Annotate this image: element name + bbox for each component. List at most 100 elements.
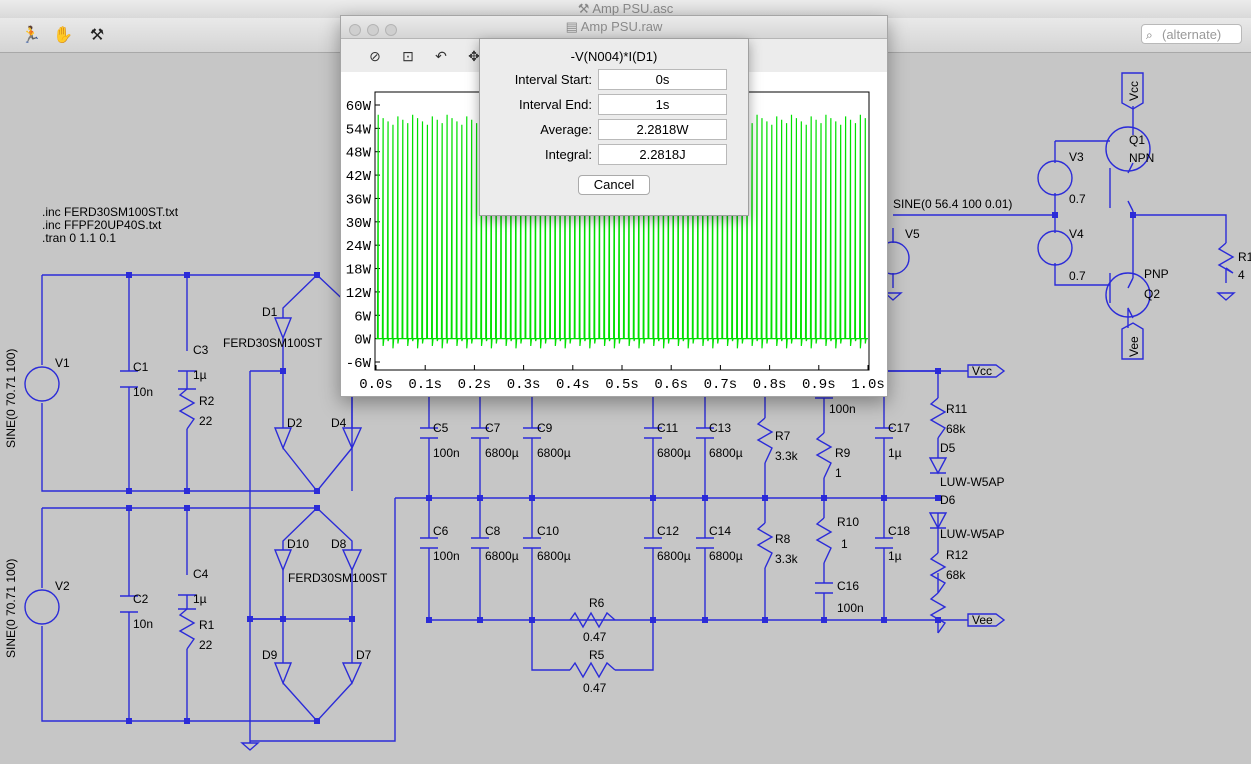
interval-end-label: Interval End:: [519, 97, 592, 112]
average-label: Average:: [540, 122, 592, 137]
c11-value: 6800µ: [657, 446, 691, 460]
average-field[interactable]: 2.2818W: [598, 119, 727, 140]
interval-end-field[interactable]: 1s: [598, 94, 727, 115]
c16-label: C16: [837, 579, 859, 593]
c1-label: C1: [133, 360, 149, 374]
voltage-source-v3[interactable]: [1037, 160, 1073, 196]
y-tick-label: 0W: [354, 333, 371, 349]
interval-start-label: Interval Start:: [514, 72, 592, 87]
raw-file-icon: ▤: [565, 19, 581, 34]
undo-zoom-icon[interactable]: ↶: [435, 48, 447, 64]
vee-net-label: Vee: [972, 613, 993, 627]
load-resistor-value: 4: [1238, 268, 1245, 282]
x-tick-label: 0.6s: [654, 377, 688, 393]
interval-start-field[interactable]: 0s: [598, 69, 727, 90]
schematic-canvas[interactable]: .inc FERD30SM100ST.txt .inc FFPF20UP40S.…: [0, 53, 1251, 764]
y-tick-label: 12W: [346, 286, 372, 302]
c6-value: 100n: [433, 549, 460, 563]
c18-label: C18: [888, 524, 910, 538]
c14-label: C14: [709, 524, 731, 538]
d1-label: D1: [262, 305, 278, 319]
voltage-source-v2[interactable]: [24, 589, 60, 625]
waveform-toolbar: ⊘ ⊡ ↶ ✥: [341, 39, 887, 71]
r11-value: 68k: [946, 422, 966, 436]
y-tick-label: 42W: [346, 169, 372, 185]
npn-transistor-q1[interactable]: [1105, 126, 1151, 172]
y-tick-label: 30W: [346, 216, 372, 232]
c3-value: 1µ: [193, 368, 207, 382]
schematic-junctions: [126, 212, 1136, 724]
c13-label: C13: [709, 421, 731, 435]
r7-value: 3.3k: [775, 449, 799, 463]
waveform-window-titlebar: ▤ Amp PSU.raw: [341, 16, 887, 39]
r1-value: 22: [199, 638, 213, 652]
x-tick-label: 1.0s: [851, 377, 885, 393]
r7-label: R7: [775, 429, 791, 443]
v3-label: V3: [1069, 150, 1084, 164]
zoom-button[interactable]: [385, 24, 397, 36]
y-tick-label: 36W: [346, 192, 372, 208]
interval-end-row: Interval End: 1s: [480, 94, 748, 116]
c6-label: C6: [433, 524, 449, 538]
r2-label: R2: [199, 394, 215, 408]
v1-label: V1: [55, 356, 70, 370]
search-placeholder: (alternate): [1162, 27, 1222, 42]
d5-model: LUW-W5AP: [940, 475, 1004, 489]
window-title: Amp PSU.asc: [592, 1, 674, 16]
run-icon[interactable]: 🏃: [21, 27, 41, 44]
vcc-port-label: Vcc: [1127, 81, 1141, 101]
voltage-source-v1[interactable]: [24, 366, 60, 402]
c17-label: C17: [888, 421, 910, 435]
x-tick-label: 0.9s: [802, 377, 836, 393]
pnp-transistor-q2[interactable]: [1105, 272, 1151, 318]
d10-label: D10: [287, 537, 309, 551]
v4-value: 0.7: [1069, 269, 1086, 283]
close-button[interactable]: [349, 24, 361, 36]
pan-icon[interactable]: ✥: [468, 48, 480, 64]
q2-type: PNP: [1144, 267, 1169, 281]
v4-label: V4: [1069, 227, 1084, 241]
hand-icon[interactable]: ✋: [53, 27, 73, 44]
minimize-button[interactable]: [367, 24, 379, 36]
r5-value: 0.47: [583, 681, 607, 695]
average-row: Average: 2.2818W: [480, 119, 748, 141]
c7-value: 6800µ: [485, 446, 519, 460]
r12-value: 68k: [946, 568, 966, 582]
y-tick-label: 24W: [346, 239, 372, 255]
r6-value: 0.47: [583, 630, 607, 644]
probe-icon[interactable]: ⚒: [89, 27, 105, 44]
c8-label: C8: [485, 524, 501, 538]
integral-field[interactable]: 2.2818J: [598, 144, 727, 165]
d6-model: LUW-W5AP: [940, 527, 1004, 541]
c11-label: C11: [657, 421, 678, 435]
directive-line-1: .inc FERD30SM100ST.txt: [42, 205, 179, 219]
voltage-source-v4[interactable]: [1037, 230, 1073, 266]
power-trace[interactable]: [376, 114, 868, 349]
cancel-button[interactable]: Cancel: [578, 175, 650, 195]
q1-label: Q1: [1129, 133, 1145, 147]
integral-label: Integral:: [545, 147, 592, 162]
vcc-net-label: Vcc: [972, 364, 992, 378]
d9-label: D9: [262, 648, 278, 662]
load-resistor-label: R1: [1238, 250, 1251, 264]
zoom-cancel-icon[interactable]: ⊘: [369, 48, 381, 64]
interval-start-row: Interval Start: 0s: [480, 69, 748, 91]
schematic-components: [24, 72, 1236, 751]
autorange-icon[interactable]: ⊡: [402, 48, 414, 64]
y-tick-label: 6W: [354, 309, 371, 325]
c17-value: 1µ: [888, 446, 902, 460]
v5-value: SINE(0 56.4 100 0.01): [893, 197, 1012, 211]
window-titlebar: ⚒ Amp PSU.asc: [0, 0, 1251, 18]
d2-label: D2: [287, 416, 303, 430]
c15-value: 100n: [829, 402, 856, 416]
v1-value: SINE(0 70.71 100): [4, 349, 18, 448]
directive-line-3: .tran 0 1.1 0.1: [42, 231, 116, 245]
measurement-dialog: -V(N004)*I(D1) Interval Start: 0s Interv…: [479, 38, 749, 216]
x-tick-label: 0.8s: [753, 377, 787, 393]
c2-label: C2: [133, 592, 149, 606]
search-input[interactable]: ⌕ (alternate): [1141, 24, 1242, 44]
